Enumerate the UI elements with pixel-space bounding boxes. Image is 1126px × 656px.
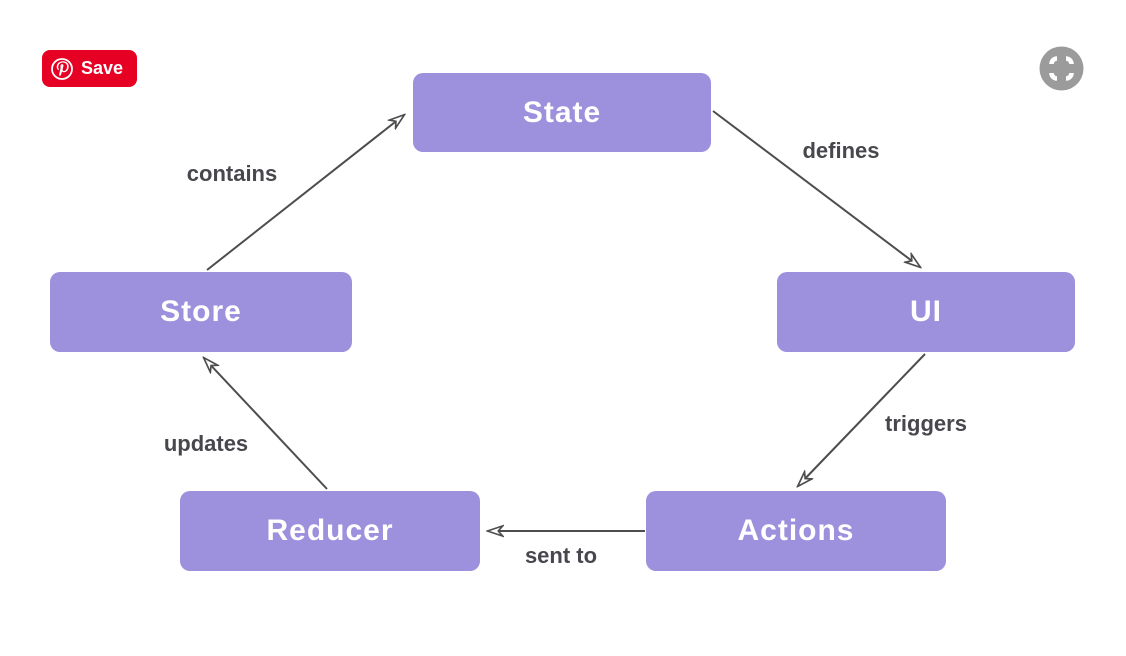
- expand-icon: [1039, 46, 1084, 91]
- edge-label-triggers: triggers: [885, 411, 967, 436]
- edge-ui-to-actions: [798, 353, 926, 486]
- edge-store-to-state: [206, 115, 404, 271]
- pinterest-save-label: Save: [81, 58, 124, 78]
- edge-reducer-to-store: [204, 358, 328, 490]
- pinterest-logo-icon: [51, 57, 73, 80]
- pinterest-save-button[interactable]: Save: [42, 50, 138, 87]
- node-ui: UI: [777, 272, 1075, 352]
- node-state: State: [413, 73, 711, 152]
- edge-label-updates: updates: [163, 431, 249, 456]
- node-store: Store: [50, 272, 352, 352]
- edge-state-to-ui: [712, 110, 920, 267]
- node-actions: Actions: [646, 491, 946, 571]
- expand-button[interactable]: [1039, 46, 1084, 91]
- edge-label-contains: contains: [186, 161, 278, 186]
- node-reducer: Reducer: [180, 491, 480, 571]
- edge-label-sent-to: sent to: [524, 543, 598, 568]
- edge-label-defines: defines: [802, 138, 880, 163]
